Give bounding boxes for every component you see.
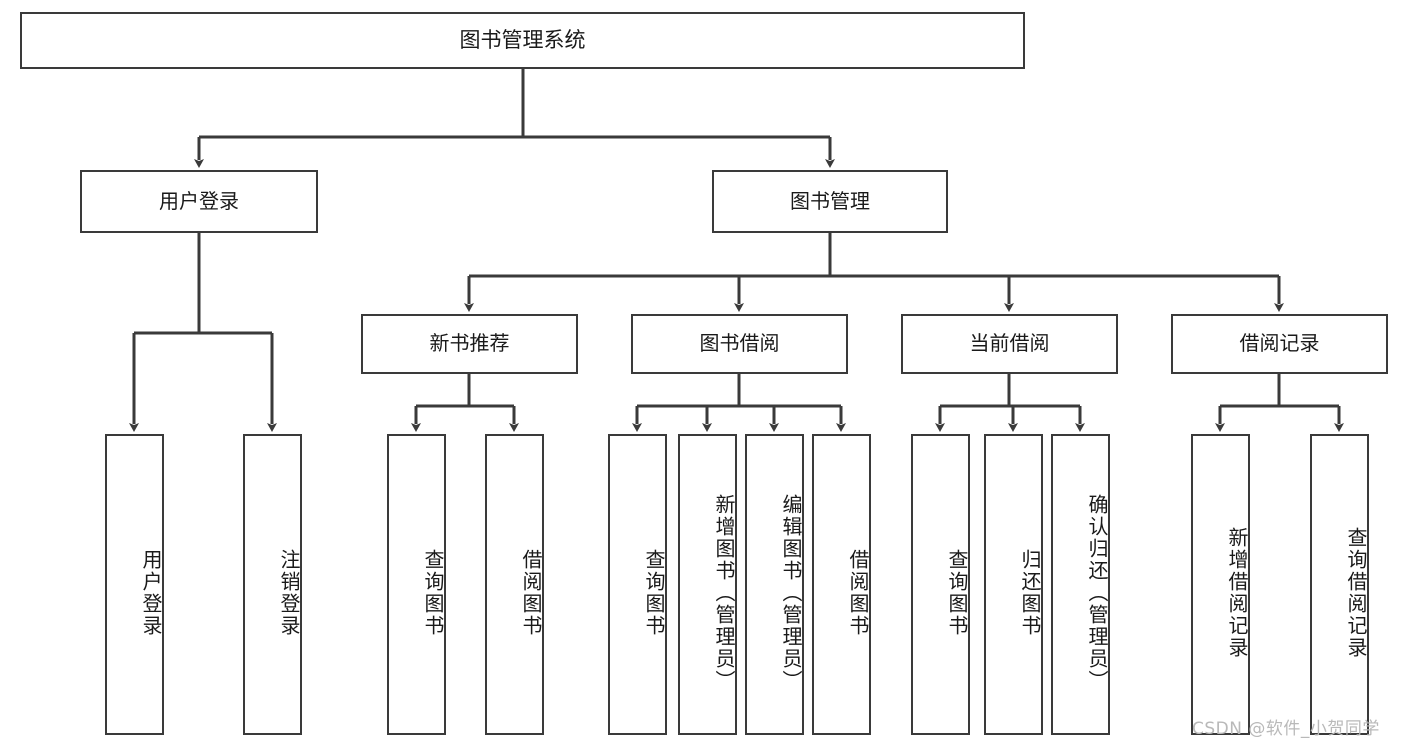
leaf-label: 归还图书 <box>1018 548 1042 637</box>
node-root-label: 图书管理系统 <box>459 28 586 53</box>
leaf-label: 新增图书（管理员） <box>712 493 736 692</box>
leaf-query-borrow-record[interactable]: 查询借阅记录 <box>1310 434 1369 735</box>
leaf-query-book-current[interactable]: 查询图书 <box>911 434 970 735</box>
leaf-edit-book-admin[interactable]: 编辑图书（管理员） <box>745 434 804 735</box>
leaf-borrow-book-recommend[interactable]: 借阅图书 <box>485 434 544 735</box>
node-current-borrow-label: 当前借阅 <box>969 331 1050 356</box>
leaf-label: 借阅图书 <box>519 548 543 637</box>
node-book-borrow-label: 图书借阅 <box>699 331 780 356</box>
leaf-label: 编辑图书（管理员） <box>779 493 803 692</box>
leaf-query-book-borrow[interactable]: 查询图书 <box>608 434 667 735</box>
node-user-login-label: 用户登录 <box>159 188 239 213</box>
node-new-book-recommend-label: 新书推荐 <box>429 331 510 356</box>
leaf-label: 查询图书 <box>421 548 445 637</box>
leaf-label: 借阅图书 <box>846 548 870 637</box>
leaf-label: 新增借阅记录 <box>1225 526 1249 659</box>
node-book-management[interactable]: 图书管理 <box>712 170 948 233</box>
node-new-book-recommend[interactable]: 新书推荐 <box>361 314 578 374</box>
leaf-borrow-book[interactable]: 借阅图书 <box>812 434 871 735</box>
node-root[interactable]: 图书管理系统 <box>20 12 1025 69</box>
node-book-borrow[interactable]: 图书借阅 <box>631 314 848 374</box>
node-book-management-label: 图书管理 <box>790 188 870 213</box>
leaf-logout[interactable]: 注销登录 <box>243 434 302 735</box>
leaf-label: 注销登录 <box>277 548 301 637</box>
leaf-return-book[interactable]: 归还图书 <box>984 434 1043 735</box>
leaf-query-book-recommend[interactable]: 查询图书 <box>387 434 446 735</box>
leaf-label: 查询图书 <box>945 548 969 637</box>
leaf-label: 用户登录 <box>139 548 163 637</box>
watermark: CSDN @软件_小贺同学 <box>1192 719 1380 739</box>
leaf-label: 确认归还（管理员） <box>1085 493 1109 692</box>
node-current-borrow[interactable]: 当前借阅 <box>901 314 1118 374</box>
node-borrow-record[interactable]: 借阅记录 <box>1171 314 1388 374</box>
leaf-label: 查询借阅记录 <box>1344 526 1368 659</box>
leaf-label: 查询图书 <box>642 548 666 637</box>
node-borrow-record-label: 借阅记录 <box>1239 331 1320 356</box>
leaf-user-login[interactable]: 用户登录 <box>105 434 164 735</box>
leaf-add-borrow-record[interactable]: 新增借阅记录 <box>1191 434 1250 735</box>
leaf-confirm-return-admin[interactable]: 确认归还（管理员） <box>1051 434 1110 735</box>
node-user-login[interactable]: 用户登录 <box>80 170 318 233</box>
leaf-add-book-admin[interactable]: 新增图书（管理员） <box>678 434 737 735</box>
